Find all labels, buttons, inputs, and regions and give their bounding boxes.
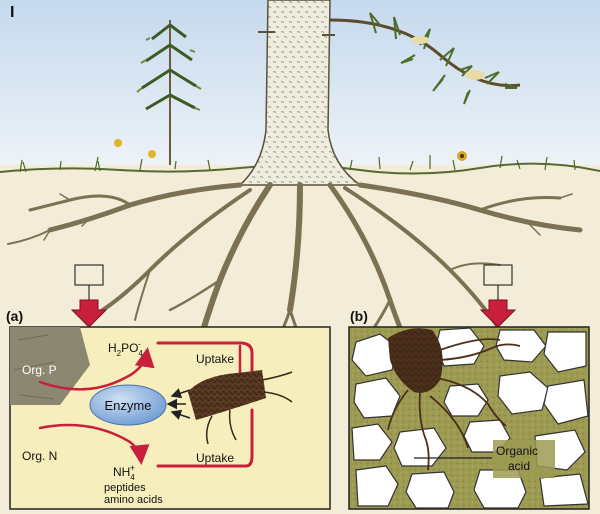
secretion-arrows (166, 388, 191, 420)
acid-label: acid (508, 459, 530, 473)
enzyme-arrows (38, 347, 155, 465)
panel-b-label: (b) (350, 308, 368, 324)
enzyme-ellipse (89, 384, 167, 426)
root-system (7, 182, 583, 376)
mineral-particles (351, 327, 589, 509)
organic-label: Organic (496, 444, 538, 458)
fungal-hypha-b (387, 328, 521, 471)
flowers (114, 139, 467, 161)
zoom-arrow-b (479, 285, 517, 328)
uptake-pathways (156, 341, 254, 468)
org-p-label: Org. P (22, 363, 57, 377)
young-pine-tree (136, 20, 202, 165)
enzyme-label: Enzyme (105, 398, 152, 413)
ammonium-label: NH4+ (113, 463, 135, 482)
organic-matter (10, 327, 90, 405)
amino-acids-label: amino acids (104, 494, 163, 506)
panel-a-label: (a) (6, 308, 23, 324)
uptake-bottom-label: Uptake (196, 451, 234, 465)
fungal-hypha (188, 370, 293, 445)
zoom-arrow-a (70, 285, 108, 328)
org-n-label: Org. N (22, 449, 57, 463)
corner-label: I (10, 4, 14, 21)
uptake-top-label: Uptake (196, 352, 234, 366)
panel-a: Enzyme Org. P Org. N H2PO4- NH4+ Uptake … (9, 326, 331, 510)
panel-b: Organic acid (348, 326, 590, 510)
pine-branch (329, 12, 521, 105)
phosphate-label: H2PO4- (108, 339, 143, 358)
peptides-label: peptides (104, 482, 146, 494)
